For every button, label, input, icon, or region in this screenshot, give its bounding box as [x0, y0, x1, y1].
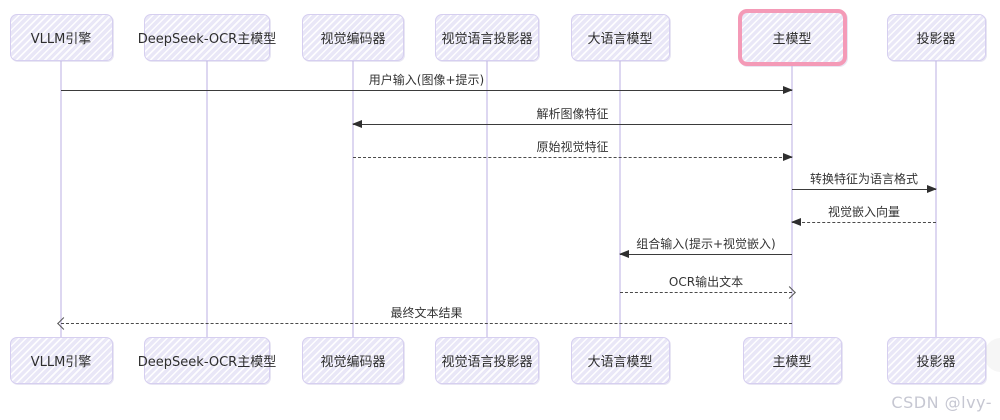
actor-label: 视觉语言投影器	[441, 355, 533, 370]
actor-label: VLLM引擎	[30, 32, 92, 47]
arrowhead-icon	[783, 152, 793, 161]
actor-label: 主模型	[772, 32, 812, 47]
message-7: OCR输出文本	[620, 275, 796, 299]
message-line	[792, 184, 937, 193]
message-label: 最终文本结果	[390, 306, 463, 320]
lifeline-vision-encoder	[352, 61, 354, 337]
lifeline-projector	[935, 61, 937, 337]
lifeline-vision-language-projector	[486, 61, 488, 337]
message-1: 用户输入(图像+提示)	[61, 73, 793, 94]
actor-vllm-engine-bottom: VLLM引擎	[9, 337, 113, 384]
actor-label: DeepSeek-OCR主模型	[137, 355, 277, 370]
actor-vision-encoder-top: 视觉编码器	[302, 14, 404, 61]
actor-large-language-model-top: 大语言模型	[570, 14, 670, 61]
actor-projector-top: 投影器	[886, 14, 986, 61]
actor-vision-language-projector-bottom: 视觉语言投影器	[435, 337, 539, 384]
actor-main-model-bottom: 主模型	[742, 337, 842, 384]
message-5: 视觉嵌入向量	[791, 205, 936, 226]
actor-label: 投影器	[916, 32, 956, 47]
arrowhead-icon	[352, 119, 362, 128]
lifeline-main-model	[791, 61, 793, 337]
message-2: 解析图像特征	[352, 107, 792, 128]
message-8: 最终文本结果	[57, 306, 792, 330]
actor-label: DeepSeek-OCR主模型	[137, 32, 277, 47]
arrowhead-icon	[927, 184, 937, 193]
message-label: OCR输出文本	[668, 275, 744, 289]
lifeline-vllm-engine	[60, 61, 62, 337]
actor-label: 视觉编码器	[320, 355, 386, 370]
actor-label: 投影器	[916, 355, 956, 370]
message-label: 视觉嵌入向量	[827, 205, 900, 219]
message-6: 组合输入(提示+视觉嵌入)	[619, 237, 792, 258]
actor-vision-encoder-bottom: 视觉编码器	[302, 337, 404, 384]
arrowhead-icon	[791, 217, 801, 226]
actor-label: VLLM引擎	[30, 355, 92, 370]
arrowhead-icon	[783, 85, 793, 94]
arrowhead-icon	[619, 249, 629, 258]
lifeline-large-language-model	[619, 61, 621, 337]
message-line	[619, 249, 792, 258]
cropped-circle-artifact	[984, 338, 1000, 372]
message-line	[57, 317, 792, 330]
message-label: 解析图像特征	[536, 107, 609, 121]
message-line	[61, 85, 793, 94]
message-4: 转换特征为语言格式	[792, 172, 937, 193]
lifeline-deepseek-ocr-main-model	[206, 61, 208, 337]
message-label: 用户输入(图像+提示)	[368, 73, 485, 87]
message-label: 原始视觉特征	[536, 140, 609, 154]
message-line	[352, 119, 792, 128]
actor-large-language-model-bottom: 大语言模型	[570, 337, 670, 384]
actor-label: 视觉编码器	[320, 32, 386, 47]
message-line	[620, 286, 796, 299]
actor-label: 主模型	[772, 355, 812, 370]
actor-vllm-engine-top: VLLM引擎	[9, 14, 113, 61]
actor-vision-language-projector-top: 视觉语言投影器	[435, 14, 539, 61]
actor-label: 大语言模型	[587, 32, 653, 47]
message-line	[353, 152, 793, 161]
actor-projector-bottom: 投影器	[886, 337, 986, 384]
message-label: 转换特征为语言格式	[809, 172, 918, 186]
actor-deepseek-ocr-main-model-top: DeepSeek-OCR主模型	[138, 14, 276, 61]
message-line	[791, 217, 936, 226]
message-3: 原始视觉特征	[353, 140, 793, 161]
actor-deepseek-ocr-main-model-bottom: DeepSeek-OCR主模型	[138, 337, 276, 384]
actor-label: 大语言模型	[587, 355, 653, 370]
message-label: 组合输入(提示+视觉嵌入)	[636, 237, 776, 251]
watermark: CSDN @lvy-	[891, 393, 992, 412]
actor-label: 视觉语言投影器	[441, 32, 533, 47]
actor-main-model-top: 主模型	[737, 9, 847, 66]
